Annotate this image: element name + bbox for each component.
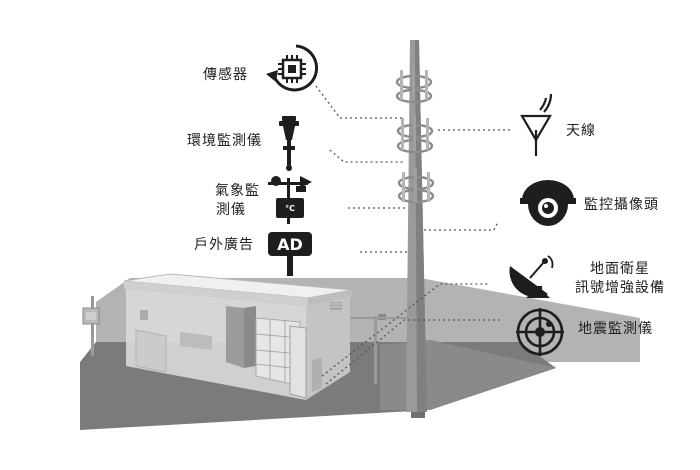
label-weather-monitor-line1: 氣象監 xyxy=(215,183,260,199)
ad-sign-icon: AD xyxy=(268,232,312,276)
label-sensor: 傳感器 xyxy=(203,67,248,83)
leader-environment xyxy=(329,149,405,163)
environment-monitor-icon xyxy=(279,116,299,171)
label-camera: 監控攝像頭 xyxy=(584,197,659,213)
antenna-cluster-middle xyxy=(396,115,434,154)
leader-seismic xyxy=(325,319,500,385)
tower-side-pole xyxy=(350,314,410,384)
leader-lines xyxy=(315,85,512,385)
utility-pole-left xyxy=(82,296,100,356)
label-satellite-equipment: 地面衛星 訊號增強設備 xyxy=(566,260,674,298)
label-environment-monitor: 環境監測儀 xyxy=(187,133,262,149)
weather-monitor-icon: °C xyxy=(268,176,312,224)
label-outdoor-ad: 戶外廣告 xyxy=(194,237,254,253)
sensor-icon xyxy=(266,44,319,92)
label-weather-monitor: 氣象監 測儀 xyxy=(190,182,260,220)
temperature-readout: °C xyxy=(285,204,295,213)
label-seismic-monitor: 地震監測儀 xyxy=(578,321,653,337)
ad-sign-text: AD xyxy=(277,235,303,254)
antenna-cluster-lower xyxy=(397,168,435,204)
label-satellite-line2: 訊號增強設備 xyxy=(575,280,665,296)
satellite-dish-icon xyxy=(509,255,554,298)
label-weather-monitor-line2: 測儀 xyxy=(216,202,246,218)
tower-mast xyxy=(406,40,427,418)
leader-camera xyxy=(424,221,499,231)
label-antenna: 天線 xyxy=(566,123,596,139)
leader-sensor xyxy=(315,85,404,119)
camera-icon xyxy=(520,180,576,226)
antenna-cluster-top xyxy=(395,66,433,104)
label-satellite-line1: 地面衛星 xyxy=(590,261,650,277)
equipment-shelter xyxy=(123,273,353,400)
seismic-monitor-icon xyxy=(516,308,564,356)
antenna-icon xyxy=(520,93,553,156)
